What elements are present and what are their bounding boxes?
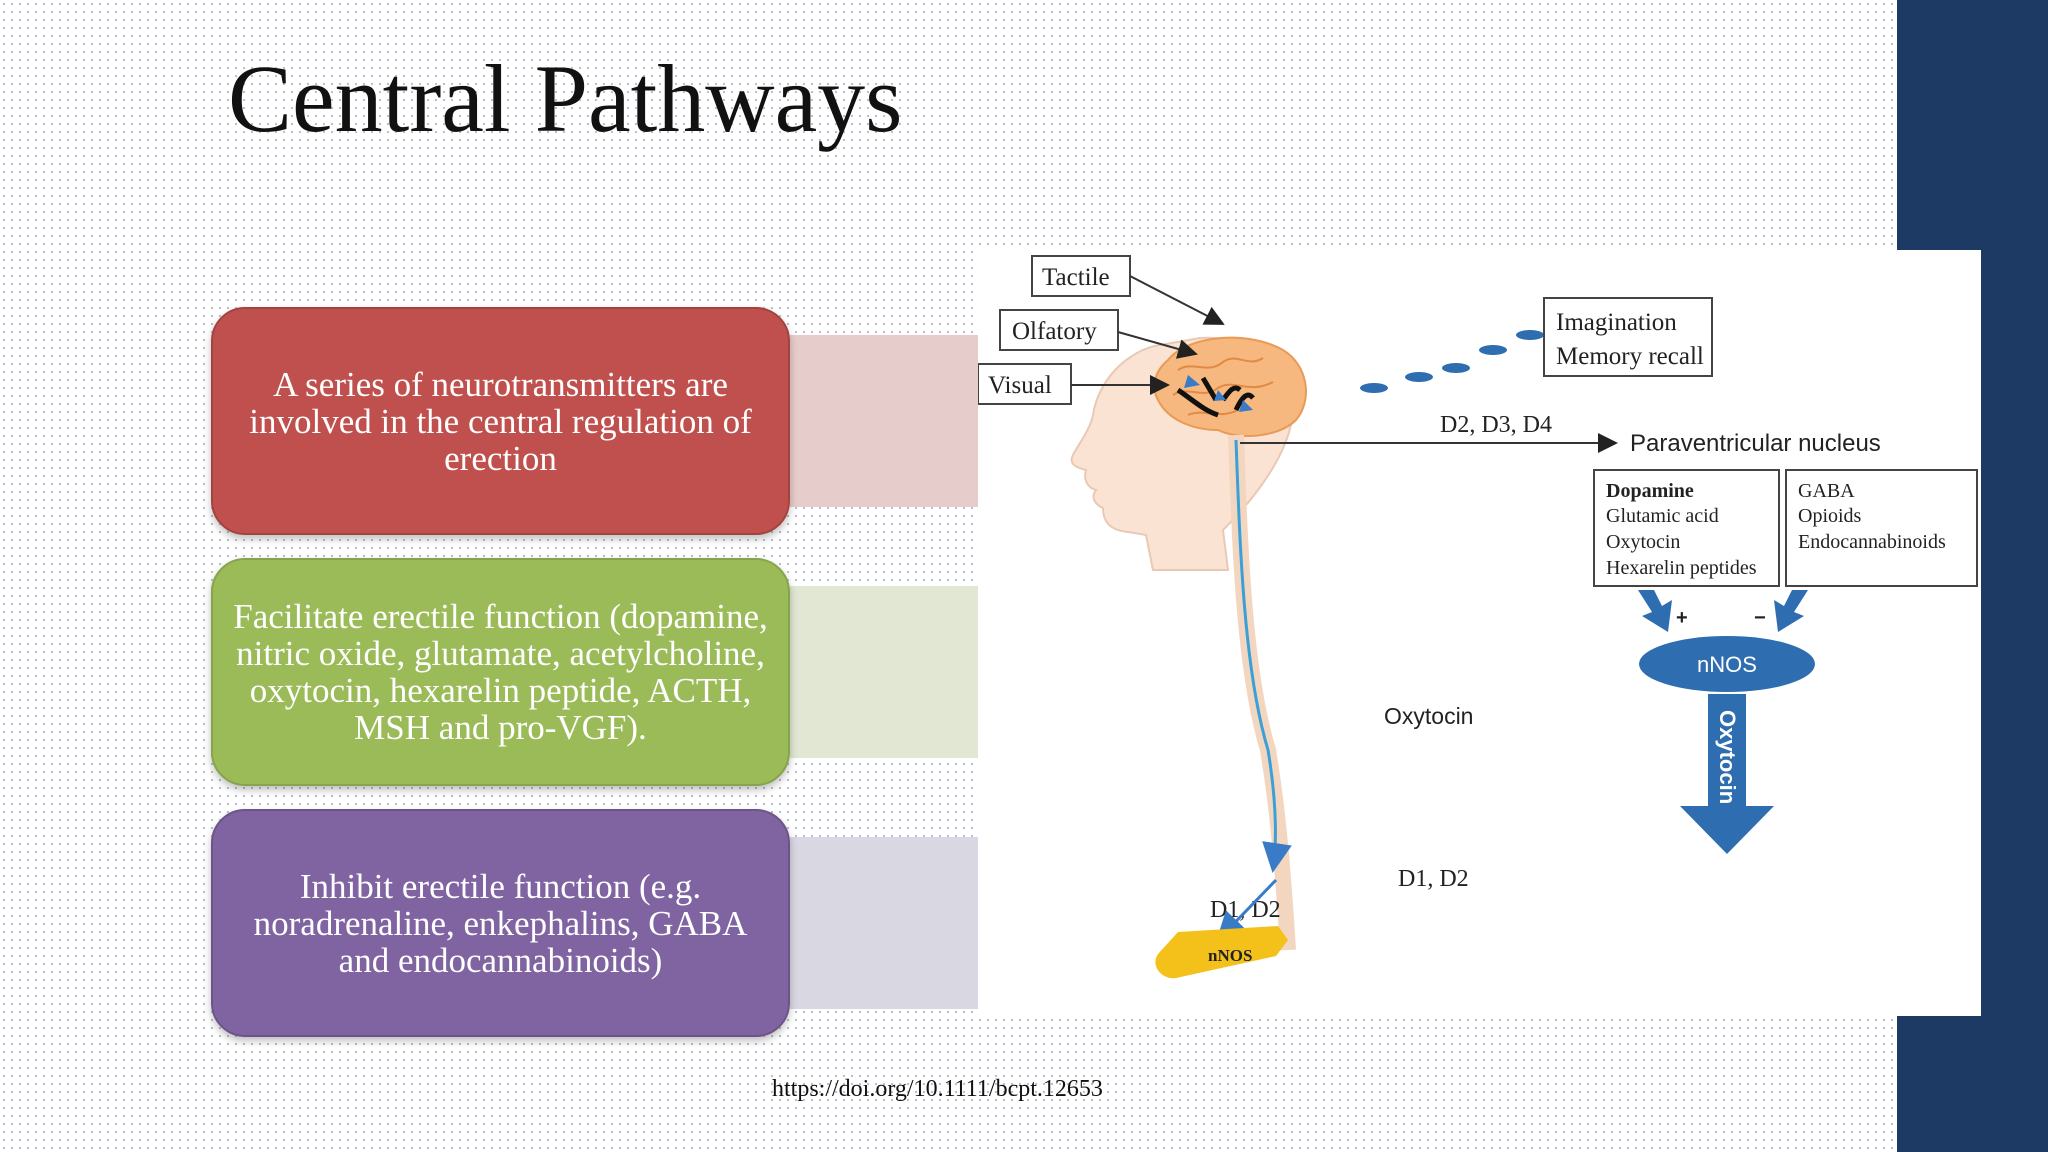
inhibit-text: Inhibit erectile function (e.g. noradren…: [253, 866, 748, 980]
facilitator-hexarelin: Hexarelin peptides: [1606, 557, 1757, 579]
central-pathways-figure: D2, D3, D4 Paraventricular nucleus Tacti…: [978, 250, 1981, 1016]
slide-title: Central Pathways: [228, 45, 903, 152]
facilitate-box: Facilitate erectile function (dopamine, …: [211, 558, 790, 786]
olfatory-label: Olfatory: [1012, 318, 1097, 345]
facilitate-text: Facilitate erectile function (dopamine, …: [233, 597, 768, 747]
nnos-penile-label: nNOS: [1208, 946, 1252, 965]
neurotransmitters-text: A series of neurotransmitters are involv…: [249, 364, 752, 478]
nnos-center-label: nNOS: [1697, 652, 1757, 677]
inhibit-arrow-icon: [1774, 590, 1808, 632]
visual-label: Visual: [988, 372, 1052, 399]
oxytocin-down-arrow-icon: [1680, 694, 1774, 854]
minus-sign: −: [1754, 607, 1766, 629]
receptors-top-label: D2, D3, D4: [1440, 412, 1552, 438]
facilitate-arrow-icon: [1638, 590, 1672, 632]
receptors-spinal-label: D1, D2: [1398, 866, 1469, 892]
memory-recall-label: Memory recall: [1556, 343, 1704, 370]
doi-citation: https://doi.org/10.1111/bcpt.12653: [772, 1076, 1103, 1102]
facilitator-glutamic-acid: Glutamic acid: [1606, 505, 1719, 527]
facilitator-dopamine: Dopamine: [1606, 480, 1694, 502]
oxytocin-arrow-label: Oxytocin: [1715, 710, 1740, 804]
purple-box-band: [790, 837, 978, 1009]
green-box-band: [790, 586, 978, 758]
neurotransmitters-box: A series of neurotransmitters are involv…: [211, 307, 790, 535]
tactile-label: Tactile: [1042, 264, 1110, 291]
inhibitor-opioids: Opioids: [1798, 505, 1862, 527]
penile-nnos-shape: [1155, 926, 1288, 979]
inhibit-box: Inhibit erectile function (e.g. noradren…: [211, 809, 790, 1037]
paraventricular-nucleus-label: Paraventricular nucleus: [1630, 430, 1881, 457]
imagination-label: Imagination: [1556, 309, 1677, 336]
facilitator-oxytocin: Oxytocin: [1606, 531, 1680, 553]
brain-illustration: [1153, 336, 1307, 437]
spinal-cord: [1228, 434, 1296, 951]
inhibitor-gaba: GABA: [1798, 480, 1855, 502]
red-box-band: [790, 335, 978, 507]
oxytocin-pathway-label: Oxytocin: [1384, 703, 1473, 729]
inhibitor-endocannabinoids: Endocannabinoids: [1798, 531, 1946, 553]
plus-sign: +: [1676, 607, 1688, 629]
